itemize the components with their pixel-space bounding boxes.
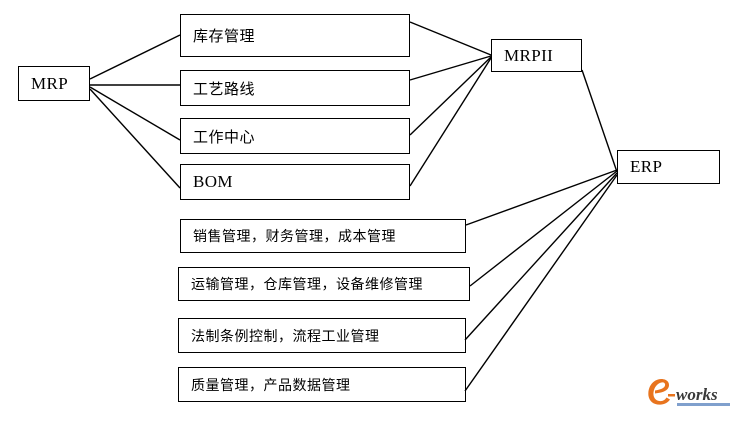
node-label-logis: 运输管理，仓库管理，设备维修管理 <box>191 277 423 293</box>
node-label-legal: 法制条例控制，流程工业管理 <box>191 328 380 345</box>
node-qual[interactable]: 质量管理，产品数据管理 <box>178 367 466 402</box>
node-mrp[interactable]: MRP <box>18 66 90 101</box>
edge-legal-erp <box>464 172 618 341</box>
node-sales[interactable]: 销售管理，财务管理，成本管理 <box>180 219 466 253</box>
works-text: works <box>676 385 718 404</box>
edge-sales-erp <box>465 169 618 226</box>
edge-inv-mrpii <box>409 21 492 56</box>
node-mrpii[interactable]: MRPII <box>491 39 582 72</box>
node-wc[interactable]: 工作中心 <box>180 118 410 154</box>
edge-qual-erp <box>464 174 618 392</box>
node-label-wc: 工作中心 <box>193 127 256 146</box>
logo-underline <box>677 403 730 406</box>
node-label-inv: 库存管理 <box>193 27 256 45</box>
node-erp[interactable]: ERP <box>617 150 720 184</box>
node-label-sales: 销售管理，财务管理，成本管理 <box>193 229 396 245</box>
e-glyph <box>648 379 675 405</box>
edge-route-mrpii <box>409 55 492 81</box>
node-label-mrpii: MRPII <box>504 45 554 65</box>
edge-logis-erp <box>469 170 618 287</box>
node-label-route: 工艺路线 <box>193 79 256 98</box>
edge-mrp-wc <box>89 86 181 141</box>
node-route[interactable]: 工艺路线 <box>180 70 410 106</box>
node-legal[interactable]: 法制条例控制，流程工业管理 <box>178 318 466 353</box>
node-label-bom: BOM <box>193 172 233 191</box>
node-bom[interactable]: BOM <box>180 164 410 200</box>
e-works-logo: works <box>648 379 730 406</box>
node-label-mrp: MRP <box>31 73 69 93</box>
edge-mrpii-erp <box>581 69 618 173</box>
edge-bom-mrpii <box>409 57 492 187</box>
node-logis[interactable]: 运输管理，仓库管理，设备维修管理 <box>178 267 470 301</box>
edge-wc-mrpii <box>409 56 492 136</box>
node-inv[interactable]: 库存管理 <box>180 14 410 57</box>
edge-mrp-inv <box>89 34 181 80</box>
edge-mrp-bom <box>89 88 181 189</box>
node-label-qual: 质量管理，产品数据管理 <box>191 377 351 394</box>
node-label-erp: ERP <box>630 157 663 176</box>
